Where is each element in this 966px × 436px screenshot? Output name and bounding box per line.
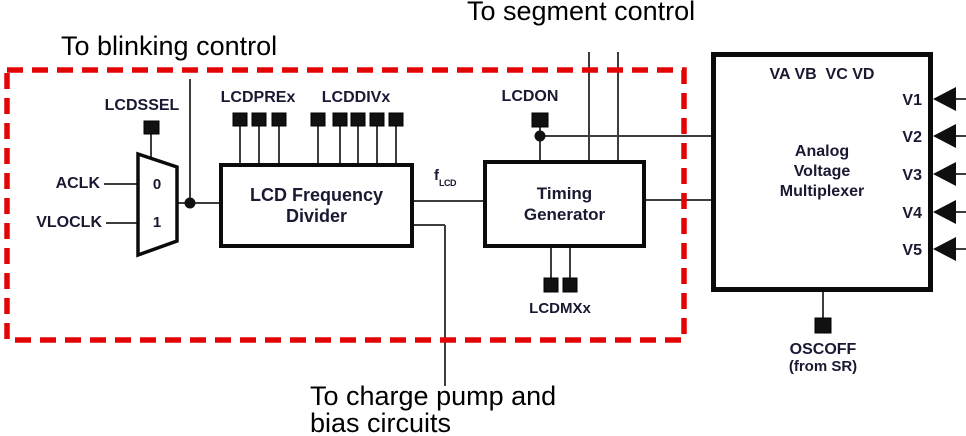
lcd-frequency-divider-block: LCD Frequency Divider bbox=[219, 163, 414, 248]
v5-label: V5 bbox=[902, 242, 922, 259]
flcd-label: fLCD bbox=[434, 167, 457, 188]
lcdmxx-label: LCDMXx bbox=[529, 300, 591, 317]
v1-label: V1 bbox=[902, 92, 922, 109]
clock-mux-body bbox=[136, 151, 179, 258]
aclk-label: ACLK bbox=[55, 175, 100, 192]
lcddivx-bit-pin bbox=[388, 112, 404, 127]
oscoff-source-label: (from SR) bbox=[788, 358, 858, 375]
v2-label: V2 bbox=[902, 129, 922, 146]
vloclk-label: VLOCLK bbox=[36, 214, 102, 231]
module-boundary-dashed bbox=[4, 67, 687, 343]
to-segment-control-label: To segment control bbox=[467, 0, 696, 26]
avm-title-line1: Analog bbox=[794, 143, 850, 160]
to-charge-pump-label-line2: bias circuits bbox=[310, 408, 452, 436]
freq-divider-label-line1: LCD Frequency bbox=[249, 184, 384, 205]
v5-arrow-icon bbox=[933, 237, 956, 261]
to-charge-pump-label-line1: To charge pump and bbox=[310, 381, 557, 411]
flcd-base: f bbox=[434, 167, 439, 184]
lcdon-label: LCDON bbox=[501, 88, 559, 105]
lcdprex-bit-pin bbox=[271, 112, 287, 127]
lcdmx-bit-pin bbox=[543, 277, 559, 293]
lcdon-bit-pin bbox=[531, 112, 549, 128]
v3-arrow-icon bbox=[933, 162, 956, 186]
oscoff-label: OSCOFF bbox=[789, 341, 857, 358]
avm-title-line2: Voltage bbox=[793, 163, 851, 180]
lcddivx-bit-pin bbox=[310, 112, 326, 127]
mux-sel-1: 1 bbox=[152, 214, 162, 231]
freq-divider-label-line2: Divider bbox=[285, 205, 348, 226]
flcd-sub: LCD bbox=[439, 178, 457, 188]
analog-voltage-multiplexer-block: VA VB VC VD Analog Voltage Multiplexer V… bbox=[711, 52, 933, 292]
timing-generator-label-line1: Timing bbox=[536, 184, 593, 203]
avm-input-labels: VA VB VC VD bbox=[769, 66, 875, 83]
junction-dot bbox=[534, 130, 546, 142]
lcdprex-label: LCDPREx bbox=[220, 89, 296, 106]
v4-label: V4 bbox=[902, 205, 922, 222]
v3-label: V3 bbox=[902, 167, 922, 184]
lcddivx-bit-pin bbox=[369, 112, 385, 127]
v1-arrow-icon bbox=[933, 87, 956, 111]
lcdprex-bit-pin bbox=[232, 112, 248, 127]
v2-arrow-icon bbox=[933, 124, 956, 148]
lcdssel-label: LCDSSEL bbox=[104, 97, 180, 114]
avm-title-line3: Multiplexer bbox=[779, 183, 865, 200]
avm-title: Analog Voltage Multiplexer bbox=[716, 142, 928, 202]
lcddivx-bit-pin bbox=[332, 112, 348, 127]
timing-generator-block: Timing Generator bbox=[483, 160, 646, 248]
junction-dot bbox=[184, 197, 196, 209]
oscoff-bit-pin bbox=[814, 317, 832, 334]
v4-arrow-icon bbox=[933, 200, 956, 224]
timing-generator-label-line2: Generator bbox=[523, 205, 606, 224]
lcddivx-label: LCDDIVx bbox=[321, 89, 391, 106]
to-blinking-control-label: To blinking control bbox=[61, 31, 278, 61]
lcdprex-bit-pin bbox=[251, 112, 267, 127]
mux-sel-0: 0 bbox=[152, 176, 162, 193]
lcdssel-bit-pin bbox=[143, 120, 160, 135]
lcddivx-bit-pin bbox=[350, 112, 366, 127]
lcdmx-bit-pin bbox=[562, 277, 578, 293]
